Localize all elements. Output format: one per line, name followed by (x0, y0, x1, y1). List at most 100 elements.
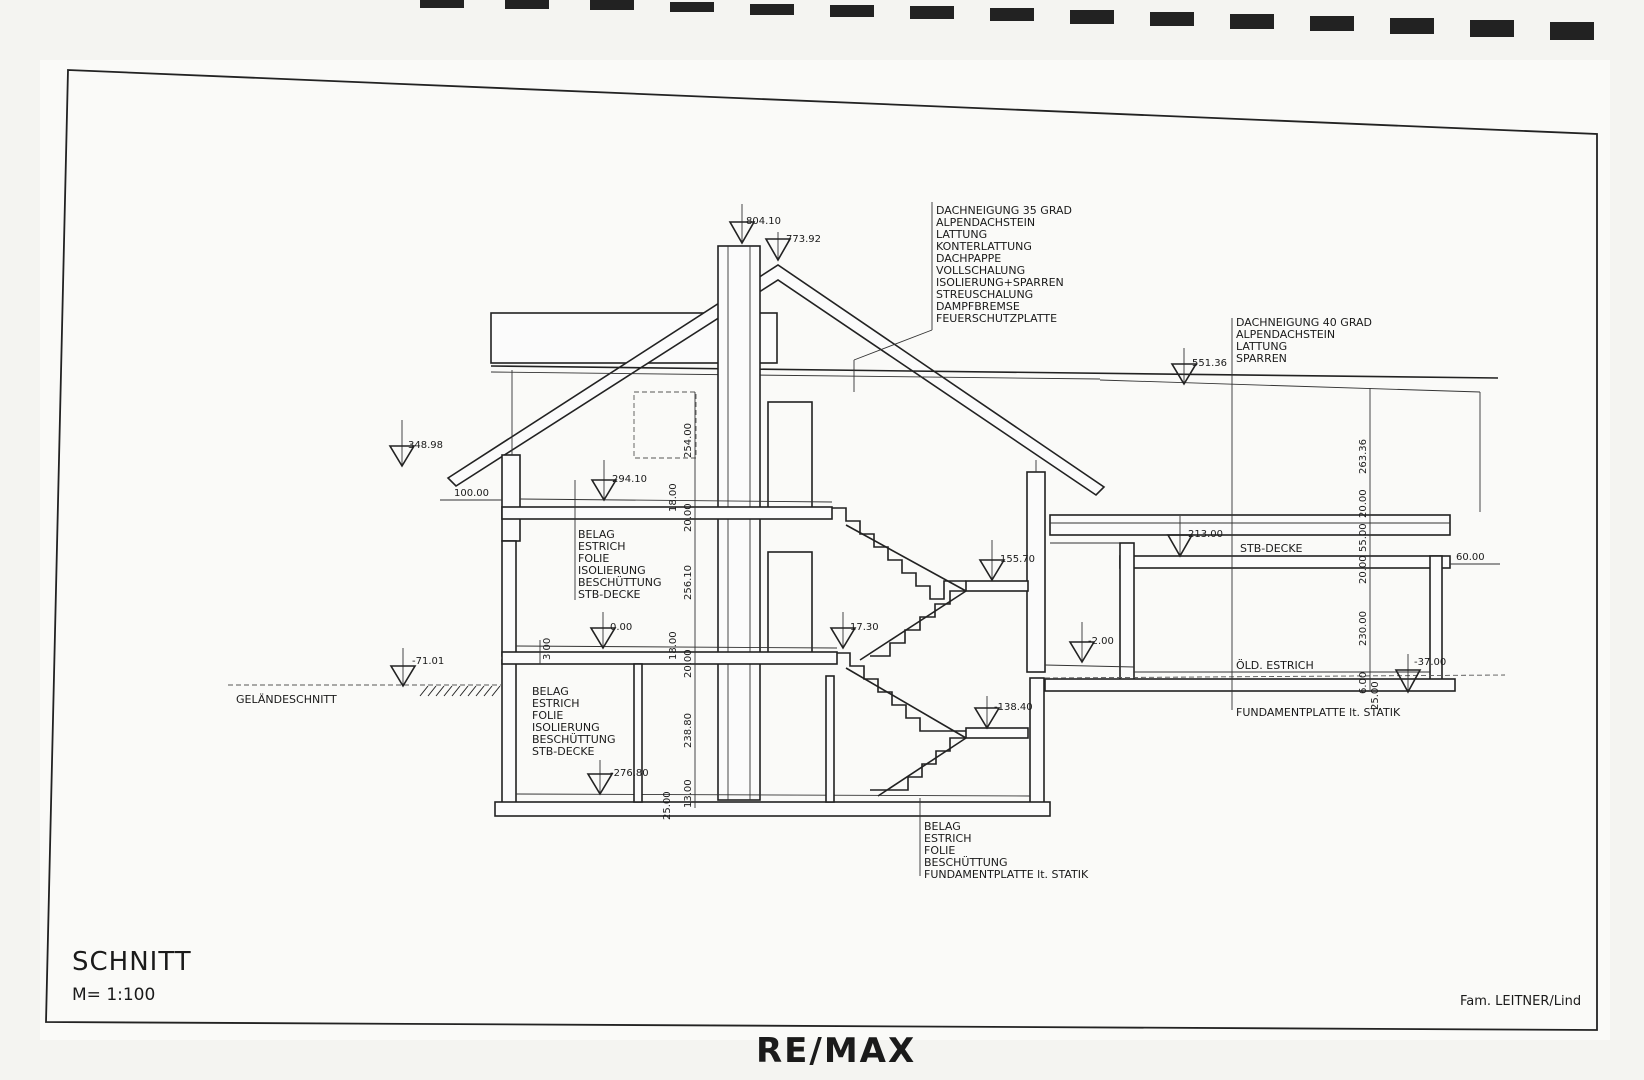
paper-background (40, 60, 1610, 1040)
svg-text:DAMPFBREMSE: DAMPFBREMSE (936, 300, 1020, 313)
dim-upper-slab: 20.00 (683, 503, 694, 532)
svg-text:ISOLIERUNG+SPARREN: ISOLIERUNG+SPARREN (936, 276, 1064, 289)
level-marker-17 (829, 612, 857, 650)
level-marker-minus2 (1068, 622, 1096, 664)
level-minus37: -37.00 (1414, 657, 1446, 668)
dim-annex-height: 230.00 (1358, 611, 1369, 646)
label-oel-estrich: ÖLD. ESTRICH (1236, 659, 1314, 672)
drawing-title: SCHNITT (72, 947, 192, 977)
level-minus71: -71.01 (412, 656, 444, 667)
level-marker-773 (764, 232, 792, 262)
svg-text:BESCHÜTTUNG: BESCHÜTTUNG (532, 733, 616, 746)
svg-text:BELAG: BELAG (532, 685, 569, 698)
level-marker-minus37 (1394, 654, 1422, 694)
ground-line (228, 674, 1506, 697)
level-0: 0.00 (610, 622, 632, 633)
level-minus138: -138.40 (994, 702, 1033, 713)
level-markers (388, 204, 1422, 796)
dim-annex-e: 25.00 (1370, 681, 1381, 710)
level-804: 804.10 (746, 216, 781, 227)
svg-text:LATTUNG: LATTUNG (1236, 340, 1287, 353)
svg-text:DACHNEIGUNG 40 GRAD: DACHNEIGUNG 40 GRAD (1236, 316, 1372, 329)
note-floor-upper: BELAG ESTRICH FOLIE ISOLIERUNG BESCHÜTTU… (578, 528, 662, 601)
drawing-scale: M= 1:100 (72, 985, 155, 1005)
main-house-structure (494, 370, 1051, 817)
dim-ground-screed: 18.00 (668, 631, 679, 660)
dim-overhang: 100.00 (454, 488, 489, 499)
note-floor-basement: BELAG ESTRICH FOLIE BESCHÜTTUNG FUNDAMEN… (919, 798, 1089, 881)
binder-rings (420, 0, 1594, 40)
dim-annex-b: 55.00 (1358, 523, 1369, 552)
svg-text:ESTRICH: ESTRICH (578, 540, 626, 553)
svg-text:VOLLSCHALUNG: VOLLSCHALUNG (936, 264, 1025, 277)
chimney (717, 245, 761, 801)
dim-basement-height: 238.80 (683, 713, 694, 748)
staircase (832, 507, 967, 797)
level-marker-155 (978, 540, 1006, 582)
note-roof-annex: DACHNEIGUNG 40 GRAD ALPENDACHSTEIN LATTU… (1236, 316, 1372, 365)
level-marker-0 (589, 612, 617, 650)
ceiling-beam (490, 365, 1499, 379)
svg-text:ISOLIERUNG: ISOLIERUNG (578, 564, 646, 577)
svg-text:STB-DECKE: STB-DECKE (532, 745, 595, 758)
drawing-owner: Fam. LEITNER/Lind (1460, 994, 1581, 1009)
dimension-lines (440, 318, 1500, 808)
dim-foundation: 25.00 (662, 791, 673, 820)
svg-text:KONTERLATTUNG: KONTERLATTUNG (936, 240, 1032, 253)
svg-text:FOLIE: FOLIE (578, 552, 609, 565)
svg-text:ALPENDACHSTEIN: ALPENDACHSTEIN (1236, 328, 1335, 341)
svg-text:STREUSCHALUNG: STREUSCHALUNG (936, 288, 1033, 301)
dim-threshold: 3.00 (542, 638, 553, 660)
svg-text:FEUERSCHUTZPLATTE: FEUERSCHUTZPLATTE (936, 312, 1057, 325)
dim-ground-slab: 20.00 (683, 649, 694, 678)
svg-text:BESCHÜTTUNG: BESCHÜTTUNG (578, 576, 662, 589)
annex-structure (1044, 514, 1456, 692)
svg-text:BESCHÜTTUNG: BESCHÜTTUNG (924, 856, 1008, 869)
svg-text:ESTRICH: ESTRICH (532, 697, 580, 710)
label-fundament-annex: FUNDAMENTPLATTE lt. STATIK (1236, 706, 1401, 719)
level-773: 773.92 (786, 234, 821, 245)
drawing-frame (45, 69, 1598, 1031)
dim-annex-a: 20.00 (1358, 489, 1369, 518)
dim-annex-roof: 263.36 (1358, 439, 1369, 474)
svg-text:FUNDAMENTPLATTE lt. STATIK: FUNDAMENTPLATTE lt. STATIK (924, 868, 1089, 881)
note-floor-ground: BELAG ESTRICH FOLIE ISOLIERUNG BESCHÜTTU… (532, 685, 616, 758)
level-marker-294 (590, 460, 618, 502)
svg-text:DACHNEIGUNG 35 GRAD: DACHNEIGUNG 35 GRAD (936, 204, 1072, 217)
label-stb-decke: STB-DECKE (1240, 542, 1303, 555)
watermark-logo: RE/MAX (756, 1031, 916, 1071)
level-marker-804 (728, 204, 756, 245)
label-gelaendeschnitt: GELÄNDESCHNITT (236, 693, 337, 706)
svg-text:STB-DECKE: STB-DECKE (578, 588, 641, 601)
dim-upper-screed: 18.00 (668, 483, 679, 512)
level-marker-minus276 (586, 760, 614, 796)
level-551: 551.36 (1192, 358, 1227, 369)
svg-text:SPARREN: SPARREN (1236, 352, 1287, 365)
level-marker-348 (388, 420, 416, 468)
svg-text:BELAG: BELAG (924, 820, 961, 833)
svg-text:LATTUNG: LATTUNG (936, 228, 987, 241)
svg-text:FOLIE: FOLIE (924, 844, 955, 857)
roof-slab (446, 264, 1106, 497)
svg-text:ISOLIERUNG: ISOLIERUNG (532, 721, 600, 734)
dim-attic-height: 254.00 (683, 423, 694, 458)
svg-text:ALPENDACHSTEIN: ALPENDACHSTEIN (936, 216, 1035, 229)
svg-text:BELAG: BELAG (578, 528, 615, 541)
level-minus276: -276.80 (610, 768, 649, 779)
dim-basement-floor: 13.00 (683, 779, 694, 808)
level-marker-minus138 (973, 696, 1001, 730)
level-minus2: -2.00 (1088, 636, 1114, 647)
level-155: 155.70 (1000, 554, 1035, 565)
svg-text:DACHPAPPE: DACHPAPPE (936, 252, 1001, 265)
level-marker-minus71 (389, 648, 417, 688)
note-roof-main: DACHNEIGUNG 35 GRAD ALPENDACHSTEIN LATTU… (853, 202, 1072, 392)
svg-text:FOLIE: FOLIE (532, 709, 563, 722)
level-213: 213.00 (1188, 529, 1223, 540)
dim-annex-overhang: 60.00 (1456, 552, 1485, 563)
level-marker-551 (1170, 348, 1198, 386)
level-marker-213 (1166, 516, 1194, 558)
dim-ground-height: 256.10 (683, 565, 694, 600)
dim-annex-d: 6.00 (1358, 672, 1369, 694)
level-348: 348.98 (408, 440, 443, 451)
